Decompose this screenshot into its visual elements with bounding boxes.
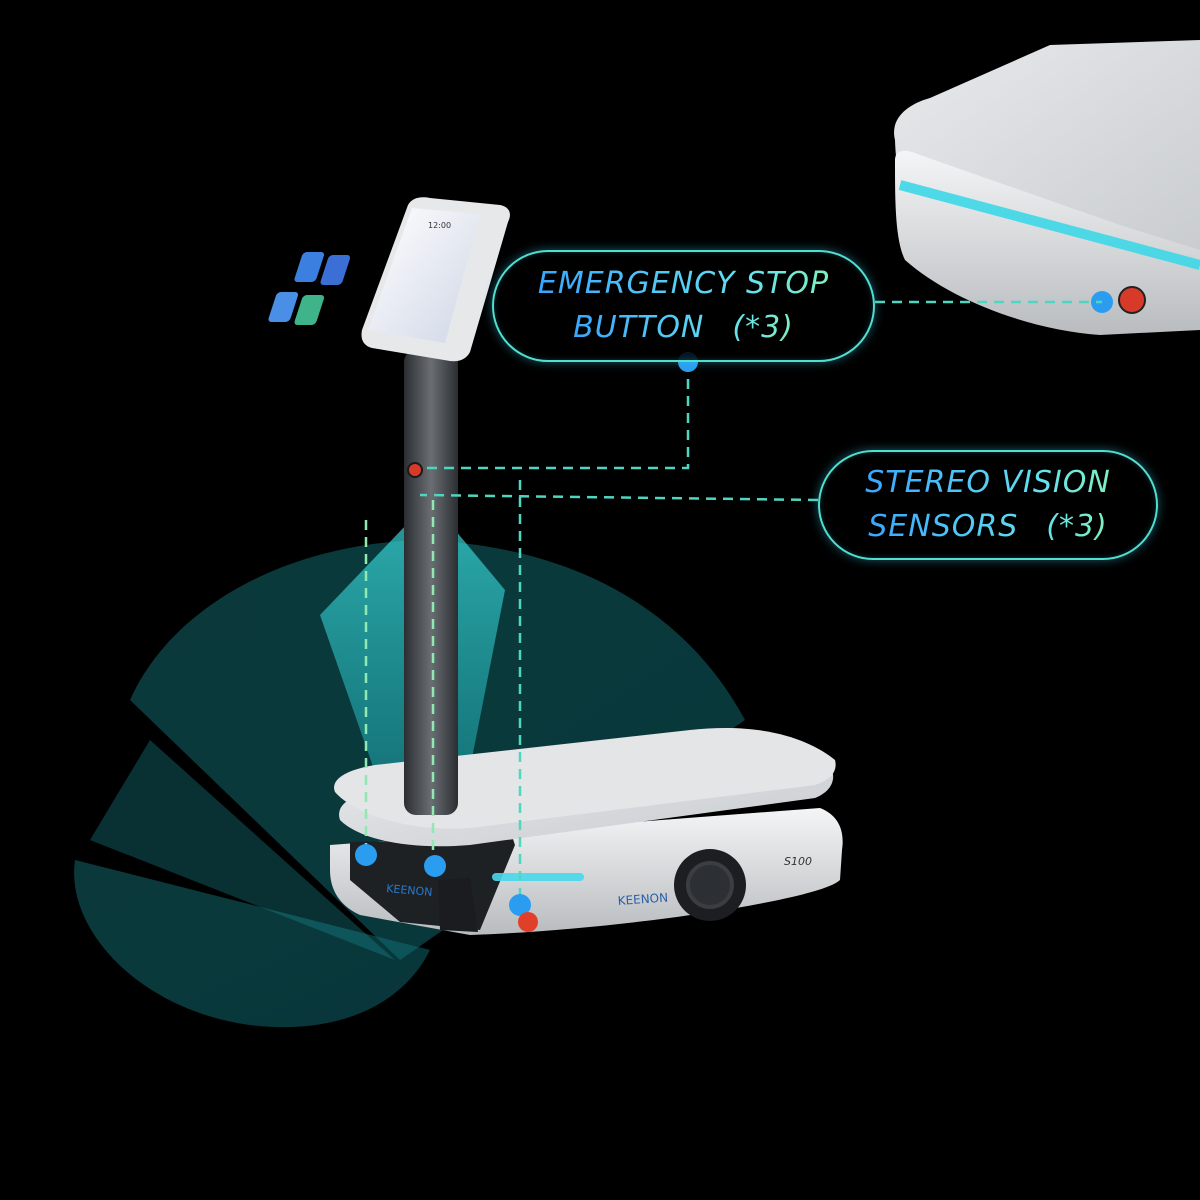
sensor-marker-icon	[355, 844, 377, 866]
sensor-marker-icon	[509, 894, 531, 916]
stereo-vision-count: (*3)	[1046, 509, 1108, 544]
brand-side: KEENON	[617, 891, 668, 908]
stop-button-icon	[518, 912, 538, 932]
leader-lines	[364, 300, 1102, 900]
sensor-marker-icon	[424, 855, 446, 877]
stereo-vision-subtitle: SENSORS(*3)	[868, 505, 1107, 549]
brand-front: KEENON	[386, 882, 433, 899]
robot-pole	[404, 350, 458, 815]
inset-base-closeup	[894, 40, 1200, 335]
emergency-stop-count: (*3)	[732, 310, 794, 345]
emergency-stop-title: EMERGENCY STOP	[538, 262, 829, 306]
stereo-vision-title: STEREO VISION	[865, 461, 1111, 505]
emergency-stop-callout: EMERGENCY STOP BUTTON(*3)	[492, 250, 875, 362]
stop-button-icon	[407, 462, 423, 478]
stereo-vision-callout: STEREO VISION SENSORS(*3)	[818, 450, 1158, 560]
screen-time: 12:00	[428, 221, 451, 230]
emergency-stop-subtitle: BUTTON(*3)	[573, 306, 794, 350]
robot-screen	[268, 197, 510, 362]
robot-base	[330, 728, 843, 935]
model-label: S100	[784, 855, 812, 868]
